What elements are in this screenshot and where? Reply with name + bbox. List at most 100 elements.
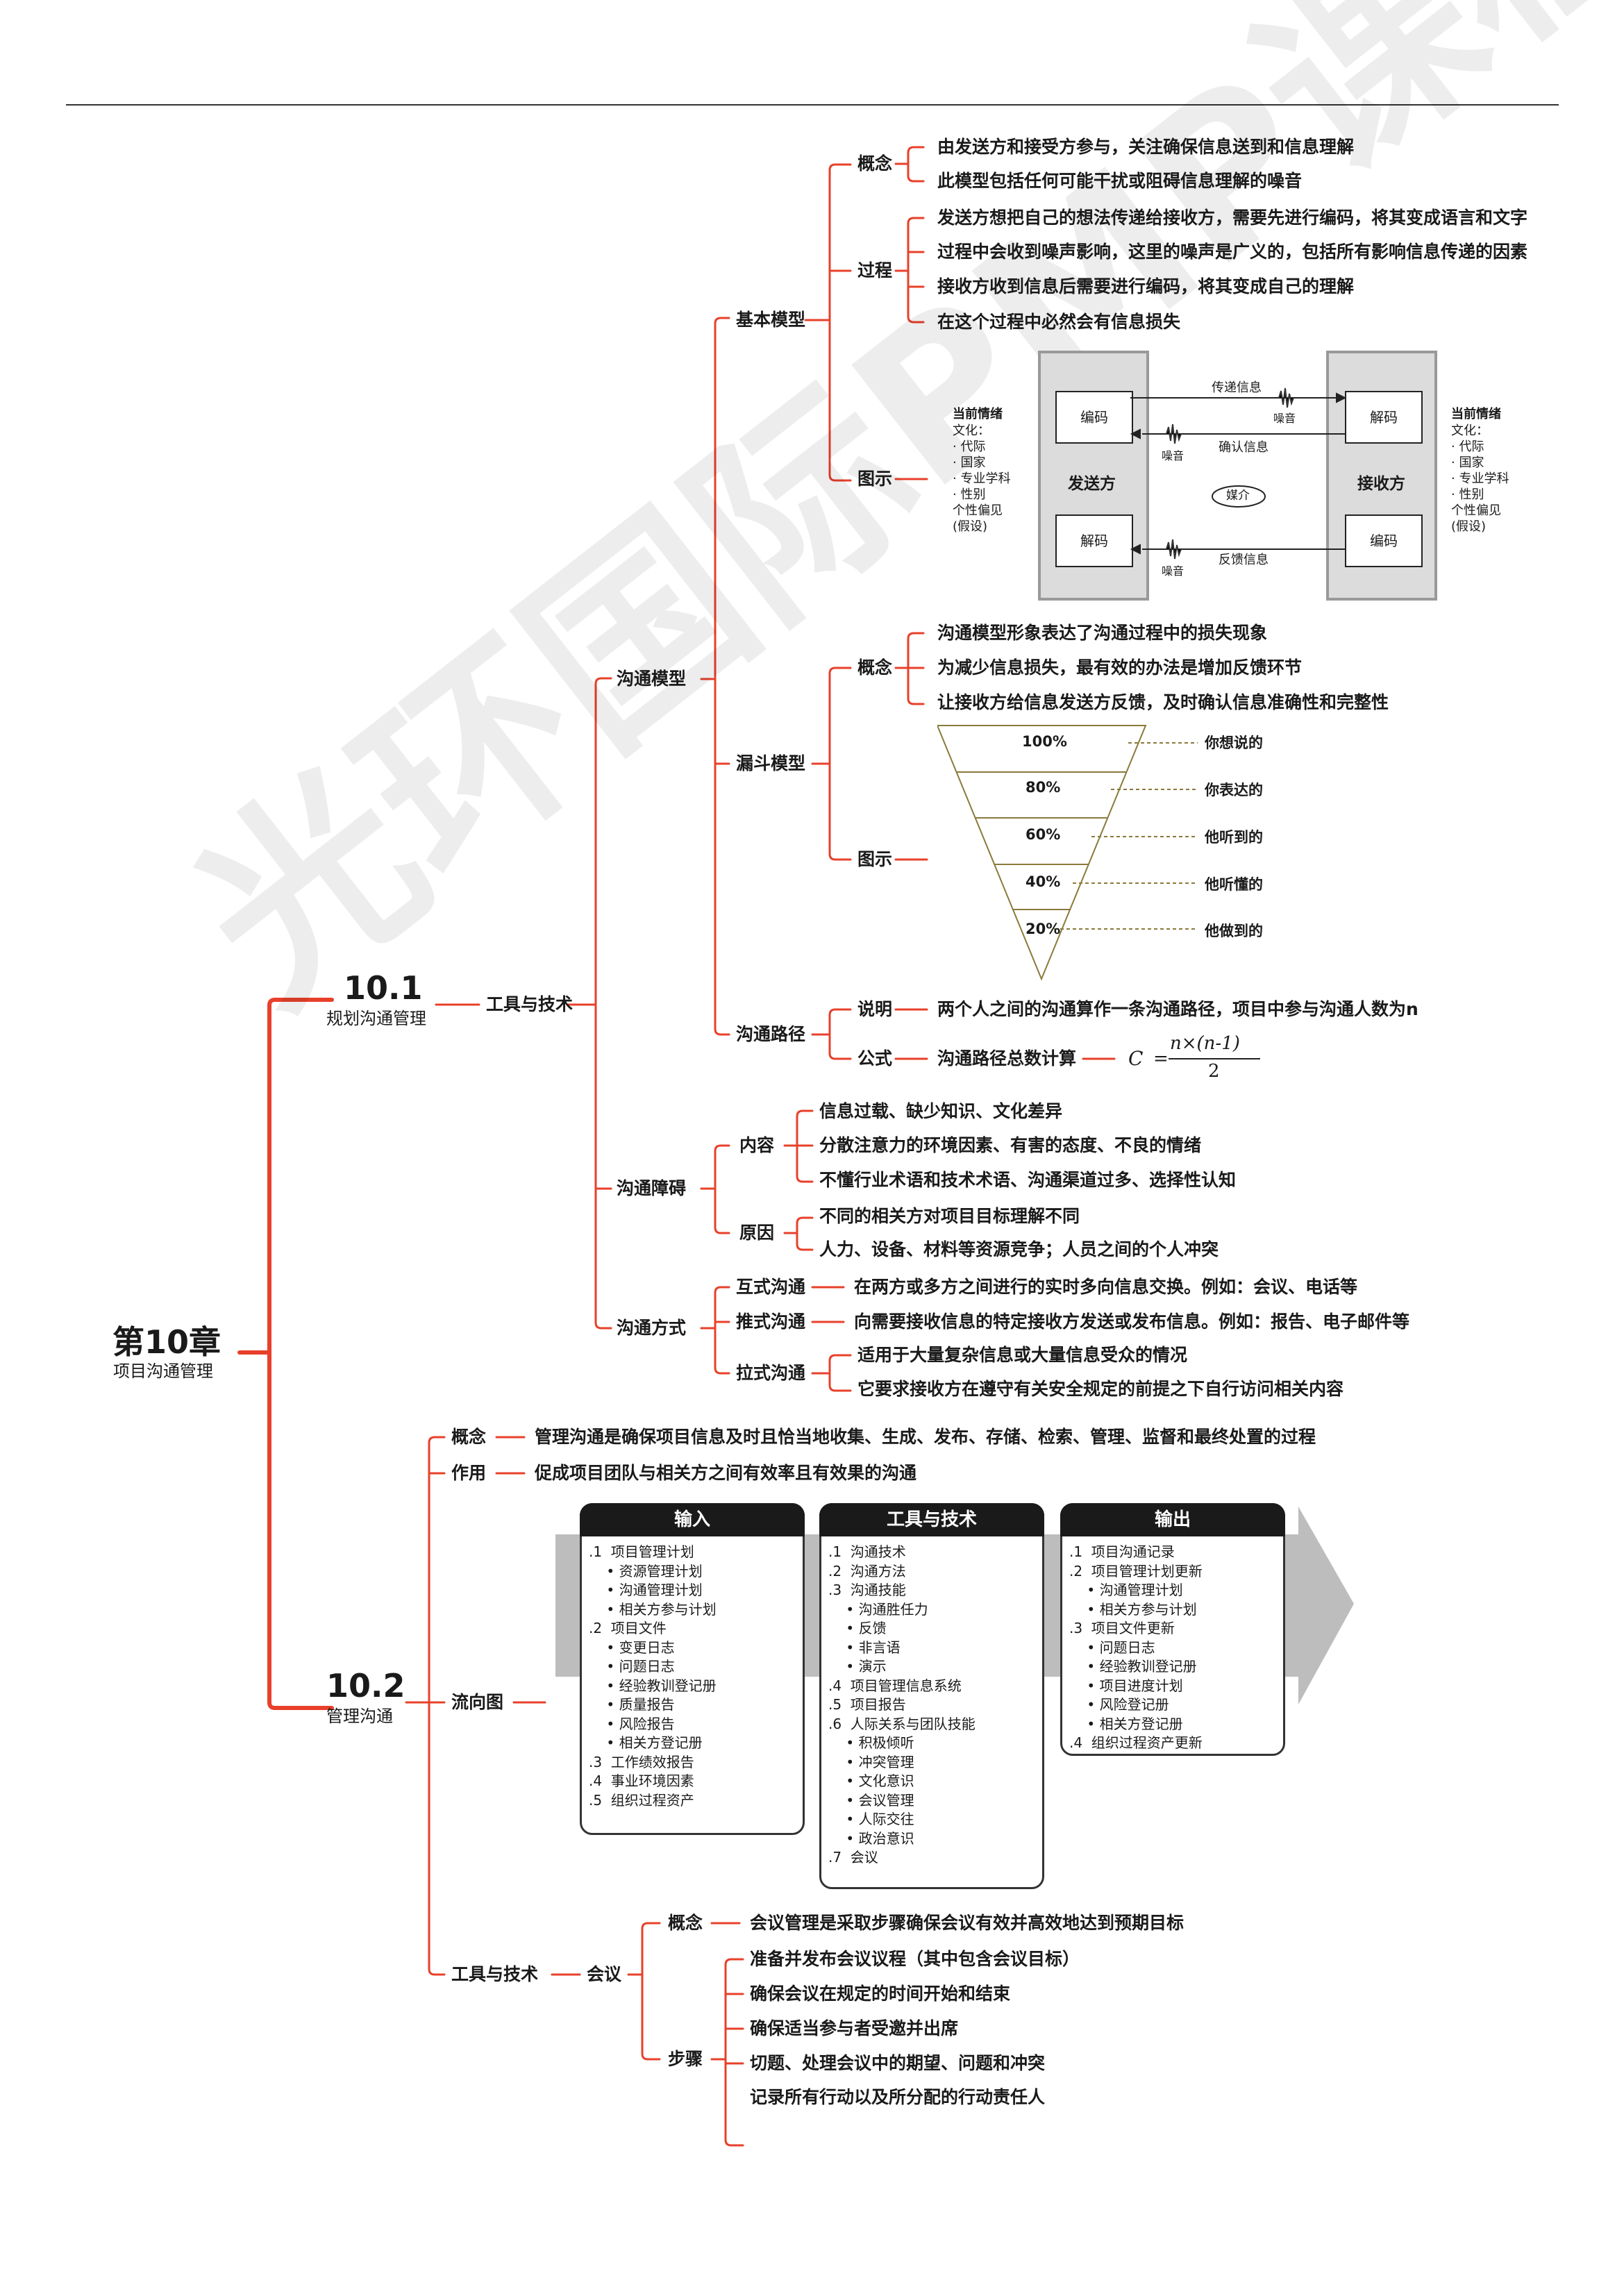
funnel-label-3: 他听到的 (1205, 829, 1263, 846)
barrier-content-2: 分散注意力的环境因素、有害的态度、不良的情绪 (819, 1135, 1202, 1155)
funnel-pct-40: 40% (1026, 873, 1061, 890)
method-push-desc: 向需要接收信息的特定接收方发送或发布信息。例如：报告、电子邮件等 (854, 1312, 1410, 1332)
input-item: • 质量报告 (589, 1696, 675, 1713)
funnel-label-1: 你想说的 (1205, 735, 1263, 751)
noise-wave-1 (1278, 387, 1294, 408)
tool-item: • 演示 (828, 1658, 887, 1675)
barrier-content-node: 内容 (739, 1135, 775, 1155)
s2-tools-node: 工具与技术 (451, 1964, 539, 1984)
right-emotion-l2: · 代际 (1451, 439, 1484, 454)
funnel-concept-3: 让接收方给信息发送方反馈，及时确认信息准确性和完整性 (937, 692, 1389, 712)
meeting-step-4: 切题、处理会议中的期望、问题和冲突 (750, 2053, 1046, 2073)
tool-item: • 积极倾听 (828, 1734, 914, 1751)
funnel-diagram: 100% 80% 60% 40% 20% 你想说的 你表达的 他听到的 他听懂的… (937, 722, 1326, 986)
output-item: .2 项目管理计划更新 (1069, 1562, 1203, 1579)
funnel-shape (937, 725, 1198, 981)
meeting-node: 会议 (587, 1964, 622, 1984)
funnel-concept-2: 为减少信息损失，最有效的办法是增加反馈环节 (937, 657, 1303, 678)
formula-eq: = (1153, 1048, 1169, 1069)
section-10-2-name: 管理沟通 (326, 1707, 393, 1726)
tool-item: .3 沟通技能 (828, 1582, 906, 1598)
tool-item: .4 项目管理信息系统 (828, 1677, 962, 1694)
left-emotion-l1: 文化： (953, 424, 990, 438)
left-emotion-l6: 个性偏见 (953, 503, 1003, 518)
method-interactive: 互式沟通 (736, 1277, 806, 1297)
tool-item: • 非言语 (828, 1639, 901, 1656)
right-emotion-l1: 文化： (1451, 424, 1489, 438)
receiver-decode-box: 解码 (1345, 391, 1423, 444)
top-rule (66, 104, 1559, 106)
funnel-pct-20: 20% (1026, 921, 1061, 937)
output-item: • 问题日志 (1069, 1639, 1155, 1656)
medium-label: 媒介 (1226, 489, 1250, 503)
funnel-label-4: 他听懂的 (1205, 876, 1263, 893)
output-item: • 风险登记册 (1069, 1696, 1169, 1713)
input-item: • 变更日志 (589, 1639, 675, 1656)
basic-concept-1: 由发送方和接受方参与，关注确保信息送到和信息理解 (937, 137, 1355, 157)
left-emotion-l5: · 性别 (953, 487, 986, 502)
flow-node: 流向图 (451, 1692, 504, 1712)
output-item: .3 项目文件更新 (1069, 1620, 1175, 1636)
right-emotion-l3: · 国家 (1451, 455, 1484, 470)
s2-concept: 管理沟通是确保项目信息及时且恰当地收集、生成、发布、存储、检索、管理、监督和最终… (535, 1427, 1316, 1447)
tool-item: • 政治意识 (828, 1829, 914, 1847)
diagram-arrows (1130, 387, 1347, 560)
output-item: • 相关方参与计划 (1069, 1600, 1197, 1618)
right-emotion-l6: 个性偏见 (1451, 503, 1501, 518)
path-desc-node: 说明 (857, 999, 893, 1019)
input-item: .3 工作绩效报告 (589, 1753, 694, 1770)
tool-item: • 反馈 (828, 1620, 887, 1636)
sender-encode-box: 编码 (1055, 391, 1133, 444)
basic-diagram-node: 图示 (857, 469, 893, 489)
output-item: • 沟通管理计划 (1069, 1582, 1183, 1598)
method-interactive-desc: 在两方或多方之间进行的实时多向信息交换。例如：会议、电话等 (854, 1277, 1358, 1297)
left-emotion-l2: · 代际 (953, 439, 986, 454)
barrier-cause-node: 原因 (739, 1223, 775, 1243)
method-push: 推式沟通 (736, 1312, 806, 1332)
funnel-label-2: 你表达的 (1205, 782, 1263, 798)
funnel-diagram-node: 图示 (857, 849, 893, 869)
barrier-content-3: 不懂行业术语和技术术语、沟通渠道过多、选择性认知 (819, 1170, 1237, 1190)
formula-denominator: 2 (1208, 1061, 1220, 1082)
tool-item: .1 沟通技术 (828, 1543, 906, 1560)
input-item: .2 项目文件 (589, 1620, 667, 1636)
sender-decode-box: 解码 (1055, 514, 1133, 567)
process-3: 接收方收到信息后需要进行编码，将其变成自己的理解 (937, 276, 1355, 296)
input-item: • 相关方参与计划 (589, 1600, 717, 1618)
meeting-step-1: 准备并发布会议议程（其中包含会议目标） (750, 1949, 1080, 1969)
tool-item: • 沟通胜任力 (828, 1600, 928, 1618)
funnel-pct-80: 80% (1026, 779, 1061, 796)
outputs-box: 输出 (1060, 1503, 1285, 1756)
input-item: .5 组织过程资产 (589, 1791, 694, 1809)
tt-box: 工具与技术 (819, 1503, 1044, 1889)
inputs-title: 输入 (580, 1503, 805, 1536)
input-item: • 沟通管理计划 (589, 1582, 703, 1598)
meeting-concept-node: 概念 (668, 1913, 703, 1933)
basic-concept-2: 此模型包括任何可能干扰或阻碍信息理解的噪音 (937, 171, 1303, 191)
feedback-label: 反馈信息 (1219, 553, 1269, 567)
formula-bar (1169, 1058, 1260, 1059)
barrier-cause-2: 人力、设备、材料等资源竞争；人员之间的个人冲突 (819, 1239, 1219, 1259)
right-emotion-l5: · 性别 (1451, 487, 1484, 502)
input-item: • 经验教训登记册 (589, 1677, 717, 1694)
input-item: • 问题日志 (589, 1658, 675, 1675)
input-item: • 风险报告 (589, 1715, 675, 1732)
left-emotion-l7: (假设) (953, 519, 988, 534)
process-2: 过程中会收到噪声影响，这里的噪声是广义的，包括所有影响信息传递的因素 (937, 242, 1528, 262)
s2-role: 促成项目团队与相关方之间有效率且有效果的沟通 (535, 1463, 917, 1483)
path-desc: 两个人之间的沟通算作一条沟通路径，项目中参与沟通人数为n (937, 999, 1418, 1019)
section-10-2-number: 10.2 (326, 1667, 405, 1704)
comm-model-diagram: 当前情绪 文化： · 代际 · 国家 · 专业学科 · 性别 个性偏见 (假设)… (944, 351, 1514, 601)
funnel-model-node: 漏斗模型 (736, 753, 806, 773)
comm-model-node: 沟通模型 (617, 669, 687, 689)
confirm-label: 确认信息 (1219, 440, 1269, 455)
chapter-title: 第10章 (112, 1323, 221, 1361)
meeting-step-3: 确保适当参与者受邀并出席 (750, 2018, 959, 2038)
funnel-label-5: 他做到的 (1205, 923, 1263, 939)
tt-title: 工具与技术 (819, 1503, 1044, 1536)
method-pull-desc-1: 适用于大量复杂信息或大量信息受众的情况 (857, 1345, 1188, 1365)
section-10-1-name: 规划沟通管理 (326, 1009, 426, 1028)
tool-item: .5 项目报告 (828, 1696, 906, 1713)
basic-concept-node: 概念 (857, 153, 893, 174)
noise-wave-3 (1166, 539, 1182, 560)
